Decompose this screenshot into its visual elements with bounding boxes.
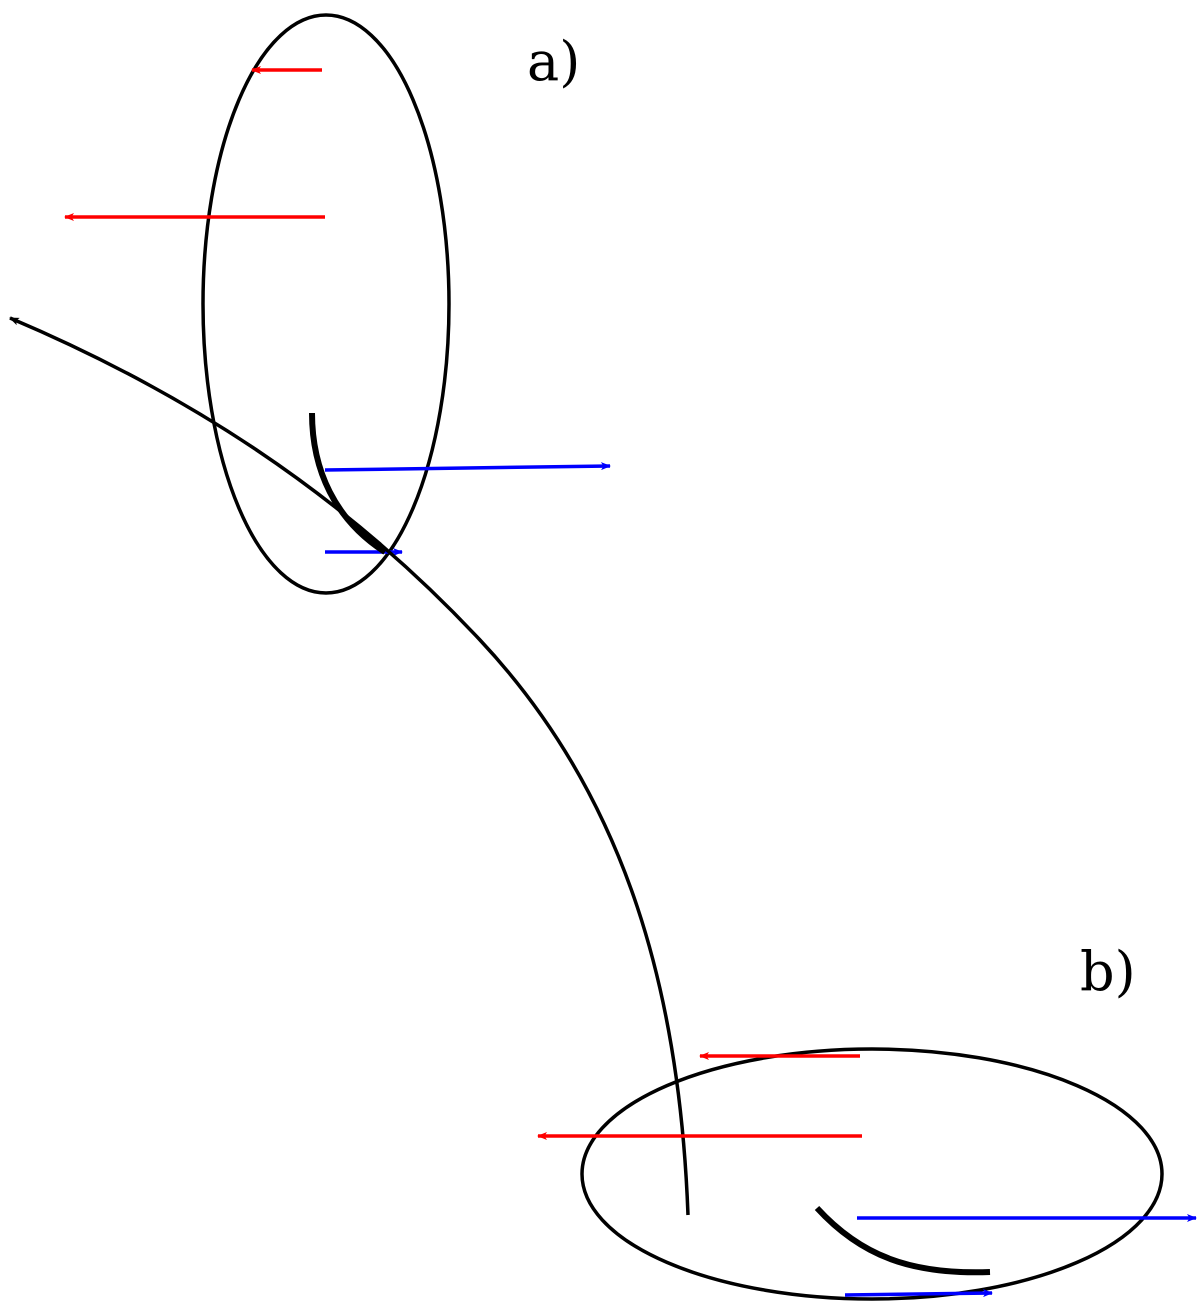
label-a: a)	[527, 30, 580, 93]
ellipse-b	[580, 1047, 1164, 1301]
blue-arrow-b-small	[844, 1289, 993, 1298]
rotation-arc-a	[309, 412, 387, 555]
rotation-arc-b	[814, 1205, 991, 1276]
trajectory-curve	[9, 316, 690, 1216]
label-b: b)	[1080, 940, 1136, 1003]
blue-arrow-a-large	[324, 462, 611, 472]
ellipse-a	[201, 13, 451, 595]
